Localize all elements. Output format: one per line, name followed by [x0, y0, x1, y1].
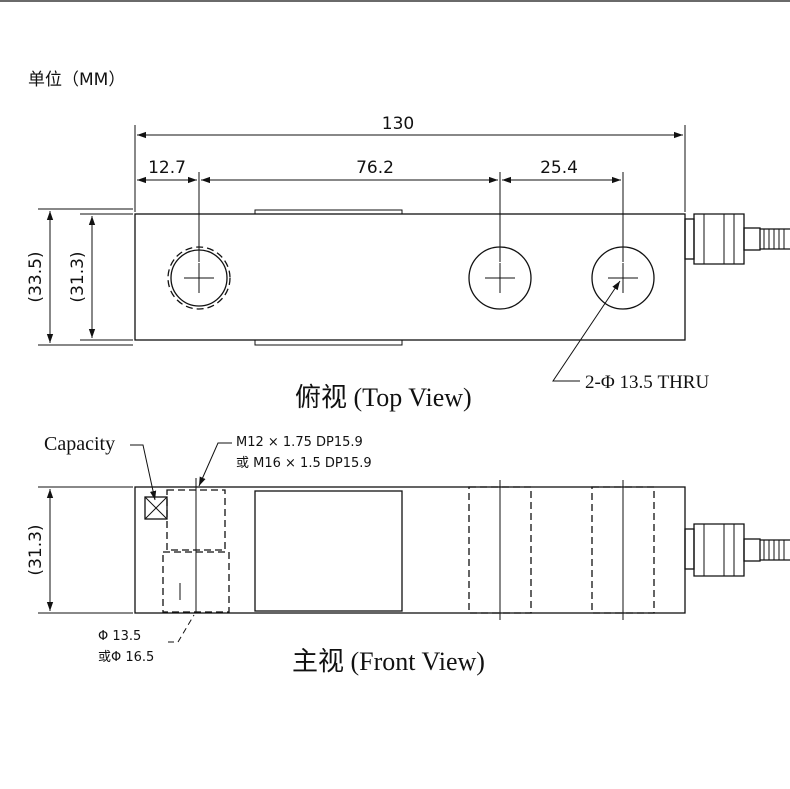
dim-overall-length-label: 130 — [382, 114, 414, 134]
thread-callout-2: 或 M16 × 1.5 DP15.9 — [236, 456, 372, 471]
top-view-gauge-strip-top — [254, 209, 403, 215]
front-view-hole-3 — [591, 486, 655, 614]
top-view-title: 俯视 (Top View) — [295, 383, 472, 412]
unit-label: 单位（MM） — [28, 70, 125, 90]
hole-callout-leader — [552, 280, 621, 382]
front-view: (31.3) Capacity M12 × 1.75 DP15.9 或 M16 … — [26, 433, 790, 676]
dim-right-spacing-label: 25.4 — [540, 158, 578, 178]
capacity-leader — [130, 444, 157, 501]
top-view-cable-connector — [684, 213, 790, 265]
dim-height-outer-label: (33.5) — [26, 251, 46, 302]
thread-callout-leader — [198, 442, 232, 487]
front-dim-height-label: (31.3) — [26, 524, 46, 575]
dim-height-inner-label: (31.3) — [68, 251, 88, 302]
top-view: 130 12.7 76.2 25.4 (33.5) (31.3) 2-Φ 13.… — [26, 114, 790, 412]
front-view-title: 主视 (Front View) — [292, 647, 485, 676]
capacity-label: Capacity — [44, 433, 115, 455]
thread-callout-1: M12 × 1.75 DP15.9 — [236, 435, 363, 450]
top-view-gauge-strip-bottom — [254, 339, 403, 346]
front-view-hole-2 — [468, 486, 532, 614]
bore-callout-1: Φ 13.5 — [98, 629, 141, 644]
front-view-cable-connector — [684, 523, 790, 577]
front-view-gauge-area — [254, 490, 403, 612]
dim-hole-spacing-label: 76.2 — [356, 158, 394, 178]
bore-callout-leader — [168, 614, 195, 643]
top-view-body — [134, 213, 686, 341]
dim-left-offset-label: 12.7 — [148, 158, 186, 178]
hole-callout-label: 2-Φ 13.5 THRU — [585, 372, 709, 393]
bore-callout-2: 或Φ 16.5 — [98, 650, 154, 665]
